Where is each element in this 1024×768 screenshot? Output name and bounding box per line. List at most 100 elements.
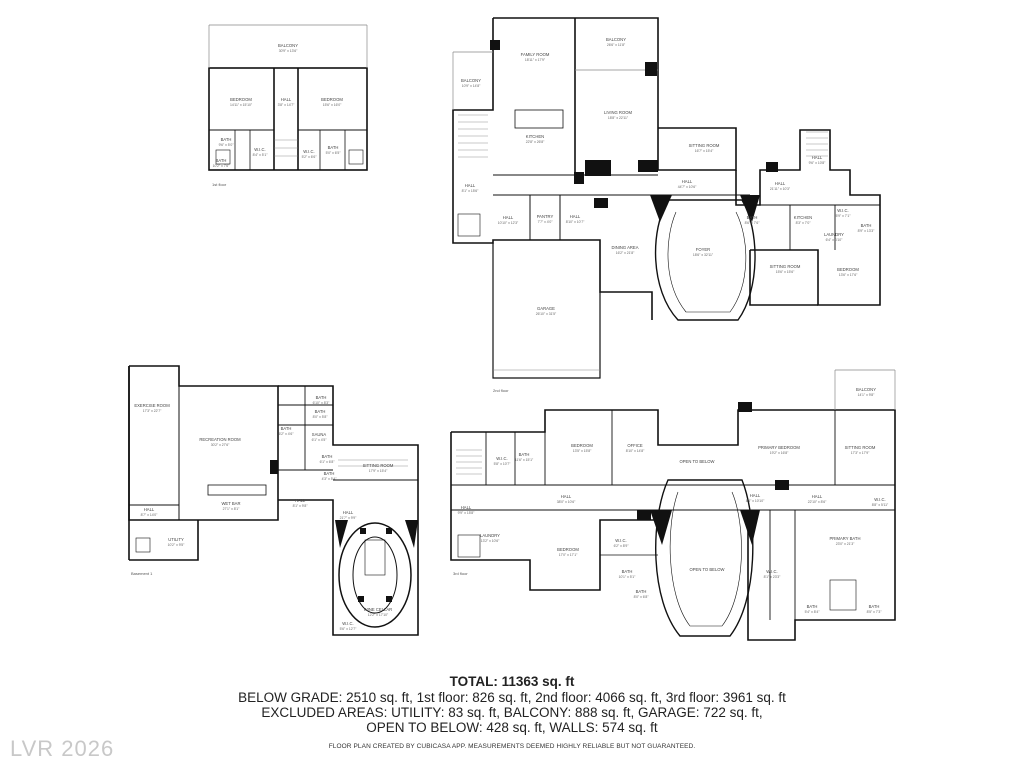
svg-text:21'7" x 9'9": 21'7" x 9'9" [340, 516, 358, 520]
svg-text:W.I.C.: W.I.C. [766, 569, 777, 574]
svg-text:PANTRY: PANTRY [537, 214, 554, 219]
svg-text:BATH: BATH [315, 409, 326, 414]
area-breakdown-line-3: OPEN TO BELOW: 428 sq. ft, WALLS: 574 sq… [366, 720, 658, 735]
svg-text:8'1" x 23'3": 8'1" x 23'3" [764, 575, 782, 579]
svg-text:W.I.C.: W.I.C. [254, 147, 265, 152]
floor-plan-3rd-floor [450, 369, 896, 641]
svg-text:12'2" x 17'10": 12'2" x 17'10" [368, 613, 389, 617]
svg-text:BEDROOM: BEDROOM [557, 547, 579, 552]
svg-text:BEDROOM: BEDROOM [230, 97, 252, 102]
svg-text:21'11" x 10'3": 21'11" x 10'3" [770, 187, 791, 191]
svg-text:16'7" x 15'4": 16'7" x 15'4" [695, 149, 714, 153]
basement-solid-walls [270, 460, 418, 602]
svg-text:23'0" x 21'3": 23'0" x 21'3" [836, 542, 855, 546]
svg-text:26'10" x 31'5": 26'10" x 31'5" [536, 312, 557, 316]
svg-text:PRIMARY BATH: PRIMARY BATH [830, 536, 861, 541]
svg-text:10'10" x 12'3": 10'10" x 12'3" [498, 221, 519, 225]
svg-text:10'2" x 9'5": 10'2" x 9'5" [168, 543, 186, 547]
svg-text:13'5" x 15'8": 13'5" x 15'8" [573, 449, 592, 453]
svg-text:UTILITY: UTILITY [168, 537, 184, 542]
svg-text:8'1" x 9'8": 8'1" x 9'8" [293, 504, 309, 508]
svg-text:W.I.C.: W.I.C. [837, 208, 848, 213]
svg-text:BATH: BATH [622, 569, 633, 574]
svg-text:5'2" x 6'6": 5'2" x 6'6" [302, 155, 318, 159]
svg-text:17'3" x 22'7": 17'3" x 22'7" [143, 409, 162, 413]
svg-text:OFFICE: OFFICE [627, 443, 643, 448]
svg-text:13'6" x 17'6": 13'6" x 17'6" [839, 273, 858, 277]
floor-plan-1st-floor [208, 24, 368, 171]
svg-text:1st floor: 1st floor [212, 182, 227, 187]
svg-text:18'8" x 22'11": 18'8" x 22'11" [608, 116, 629, 120]
svg-text:BEDROOM: BEDROOM [321, 97, 343, 102]
svg-text:HALL: HALL [144, 507, 155, 512]
svg-text:BATH: BATH [324, 471, 335, 476]
svg-text:26'6" x 11'8": 26'6" x 11'8" [607, 43, 626, 47]
svg-text:5'0" x 6'5": 5'0" x 6'5" [326, 151, 342, 155]
svg-text:8'10" x 10'7": 8'10" x 10'7" [566, 220, 585, 224]
svg-text:BATH: BATH [636, 589, 647, 594]
svg-text:19'2" x 16'8": 19'2" x 16'8" [770, 451, 789, 455]
svg-text:5'6" x 12'7": 5'6" x 12'7" [340, 627, 358, 631]
svg-text:8'10" x 14'8": 8'10" x 14'8" [626, 449, 645, 453]
svg-text:SITTING ROOM: SITTING ROOM [363, 463, 394, 468]
svg-text:PRIMARY BEDROOM: PRIMARY BEDROOM [758, 445, 800, 450]
svg-text:HALL: HALL [750, 493, 761, 498]
svg-text:SITTING ROOM: SITTING ROOM [689, 143, 720, 148]
svg-text:BALCONY: BALCONY [606, 37, 626, 42]
svg-text:LAUNDRY: LAUNDRY [480, 533, 500, 538]
svg-text:KITCHEN: KITCHEN [526, 134, 544, 139]
total-area: TOTAL: 11363 sq. ft [449, 674, 575, 689]
floor-2-solid-walls [490, 40, 778, 222]
svg-text:W.I.C.: W.I.C. [303, 149, 314, 154]
svg-text:HALL: HALL [561, 494, 572, 499]
disclaimer-note: FLOOR PLAN CREATED BY CUBICASA APP. MEAS… [328, 743, 696, 750]
svg-text:EXERCISE ROOM: EXERCISE ROOM [134, 403, 170, 408]
svg-text:WINE CELLAR: WINE CELLAR [364, 607, 392, 612]
svg-text:BALCONY: BALCONY [278, 43, 298, 48]
svg-text:18'11" x 17'9": 18'11" x 17'9" [525, 58, 546, 62]
svg-text:27'1" x 8'1": 27'1" x 8'1" [223, 507, 241, 511]
svg-text:KITCHEN: KITCHEN [794, 215, 812, 220]
svg-text:5'9" x 7'1": 5'9" x 7'1" [836, 214, 852, 218]
svg-text:BATH: BATH [322, 454, 333, 459]
floor-3-solid-walls [637, 402, 789, 545]
svg-text:BATH: BATH [216, 158, 227, 163]
svg-text:BEDROOM: BEDROOM [571, 443, 593, 448]
svg-text:18'6" x 32'11": 18'6" x 32'11" [693, 253, 714, 257]
svg-text:BALCONY: BALCONY [856, 387, 876, 392]
svg-text:10'1" x 5'1": 10'1" x 5'1" [619, 575, 637, 579]
svg-text:9'6" x 5'0": 9'6" x 5'0" [219, 143, 235, 147]
svg-text:17'0" x 17'1": 17'0" x 17'1" [559, 553, 578, 557]
svg-text:BALCONY: BALCONY [461, 78, 481, 83]
svg-text:8'8" x 5'11": 8'8" x 5'11" [872, 503, 889, 507]
svg-text:5'8" x 10'7": 5'8" x 10'7" [494, 462, 512, 466]
svg-text:FOYER: FOYER [696, 247, 710, 252]
svg-text:3'8" x 14'7": 3'8" x 14'7" [278, 103, 296, 107]
svg-text:W.I.C.: W.I.C. [496, 456, 507, 461]
svg-text:8'1" x 15'6": 8'1" x 15'6" [462, 189, 480, 193]
svg-text:W.I.C.: W.I.C. [874, 497, 885, 502]
svg-text:9'9" x 15'8": 9'9" x 15'8" [458, 511, 476, 515]
svg-text:HALL: HALL [343, 510, 354, 515]
svg-text:DINING AREA: DINING AREA [612, 245, 639, 250]
svg-text:10'9" x 14'8": 10'9" x 14'8" [462, 84, 481, 88]
svg-text:Basement 1: Basement 1 [131, 571, 153, 576]
area-breakdown-line-1: BELOW GRADE: 2510 sq. ft, 1st floor: 826… [238, 690, 786, 705]
svg-text:5'4" x 8'4": 5'4" x 8'4" [805, 610, 821, 614]
svg-text:SITTING ROOM: SITTING ROOM [770, 264, 801, 269]
svg-text:8'5" x 7'3": 8'5" x 7'3" [867, 610, 883, 614]
svg-text:FAMILY ROOM: FAMILY ROOM [521, 52, 550, 57]
svg-text:BATH: BATH [316, 395, 327, 400]
svg-text:LIVING ROOM: LIVING ROOM [604, 110, 632, 115]
svg-text:HALL: HALL [812, 494, 823, 499]
svg-text:8'4" x 10'10": 8'4" x 10'10" [746, 499, 765, 503]
svg-text:LAUNDRY: LAUNDRY [824, 232, 844, 237]
svg-text:HALL: HALL [461, 505, 472, 510]
svg-text:HALL: HALL [465, 183, 476, 188]
svg-text:3rd floor: 3rd floor [453, 571, 468, 576]
svg-text:BATH: BATH [807, 604, 818, 609]
svg-text:38'0" x 10'6": 38'0" x 10'6" [557, 500, 576, 504]
